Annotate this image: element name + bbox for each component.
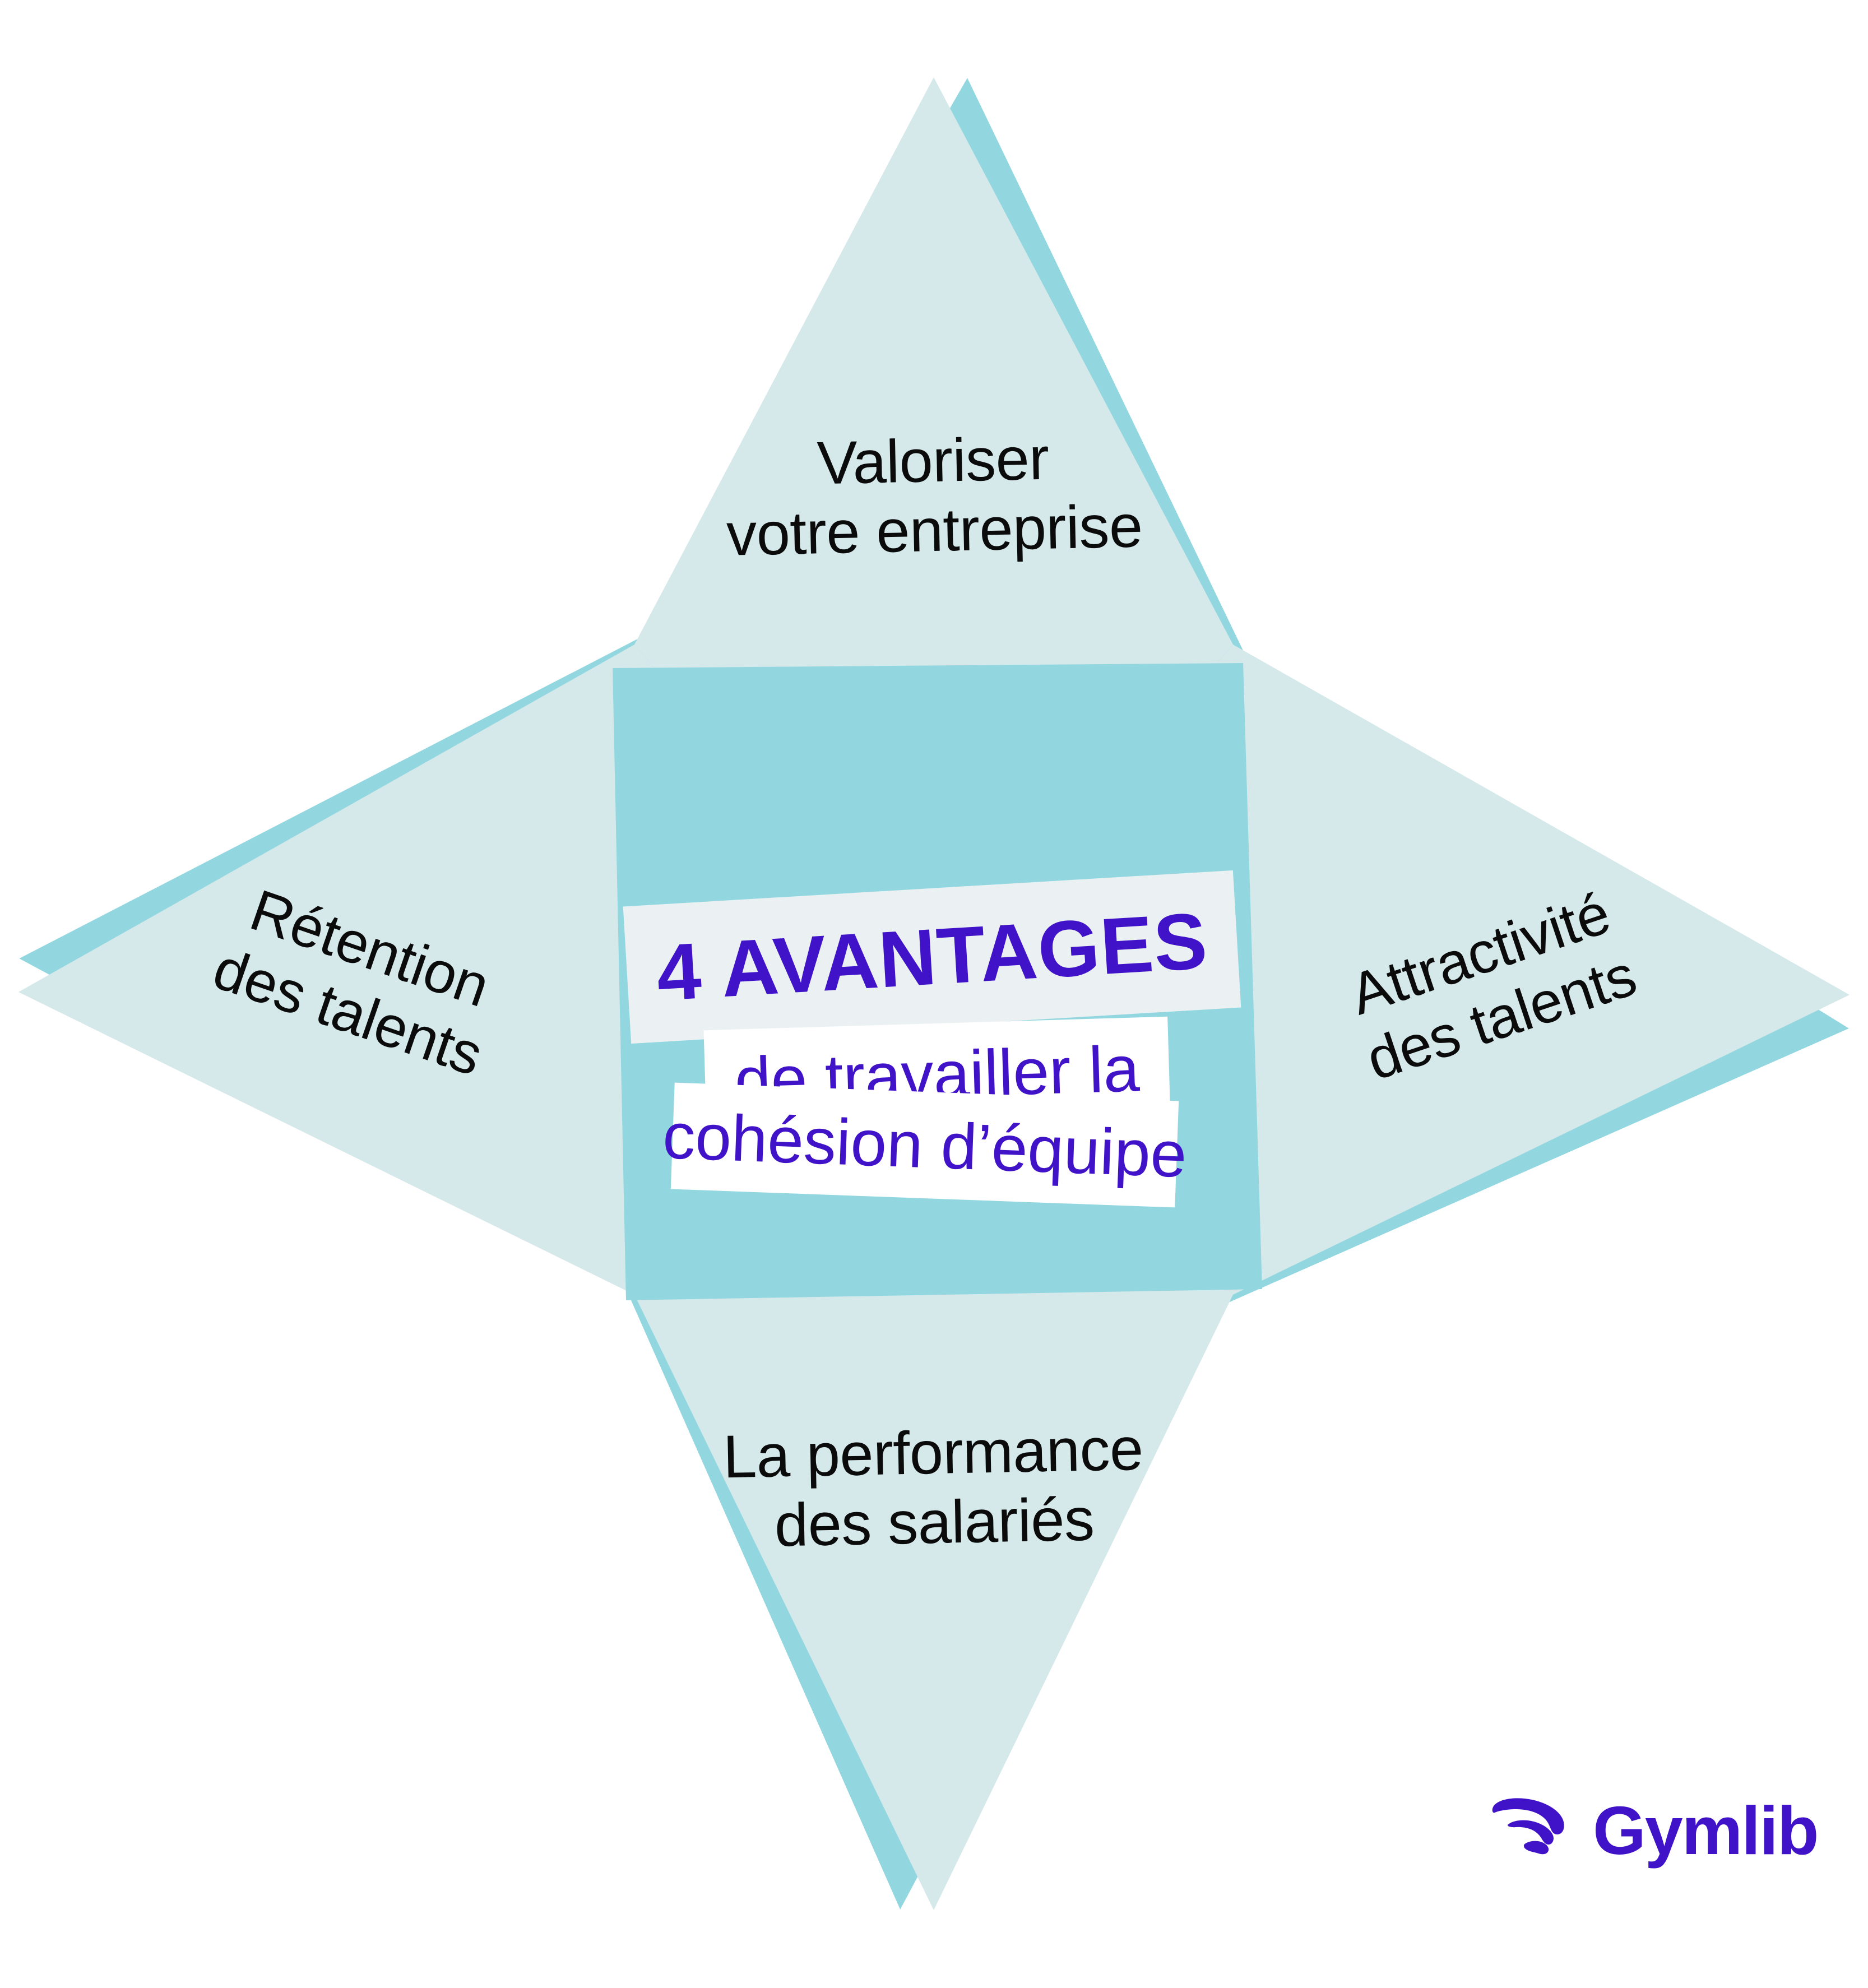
gymlib-wordmark: Gymlib xyxy=(1593,1792,1819,1869)
gymlib-wing-icon xyxy=(1492,1798,1564,1855)
gymlib-logo: Gymlib xyxy=(1491,1792,1819,1869)
center-title-text: 4 AVANTAGES xyxy=(654,896,1210,1018)
center-subtitle-banner-line2: cohésion d’équipe xyxy=(661,1082,1188,1208)
point-label-bottom: La performance des salariés xyxy=(722,1414,1144,1559)
point-label-top: Valoriser votre entreprise xyxy=(725,424,1143,568)
center-subtitle-text-line2: cohésion d’équipe xyxy=(661,1099,1188,1192)
